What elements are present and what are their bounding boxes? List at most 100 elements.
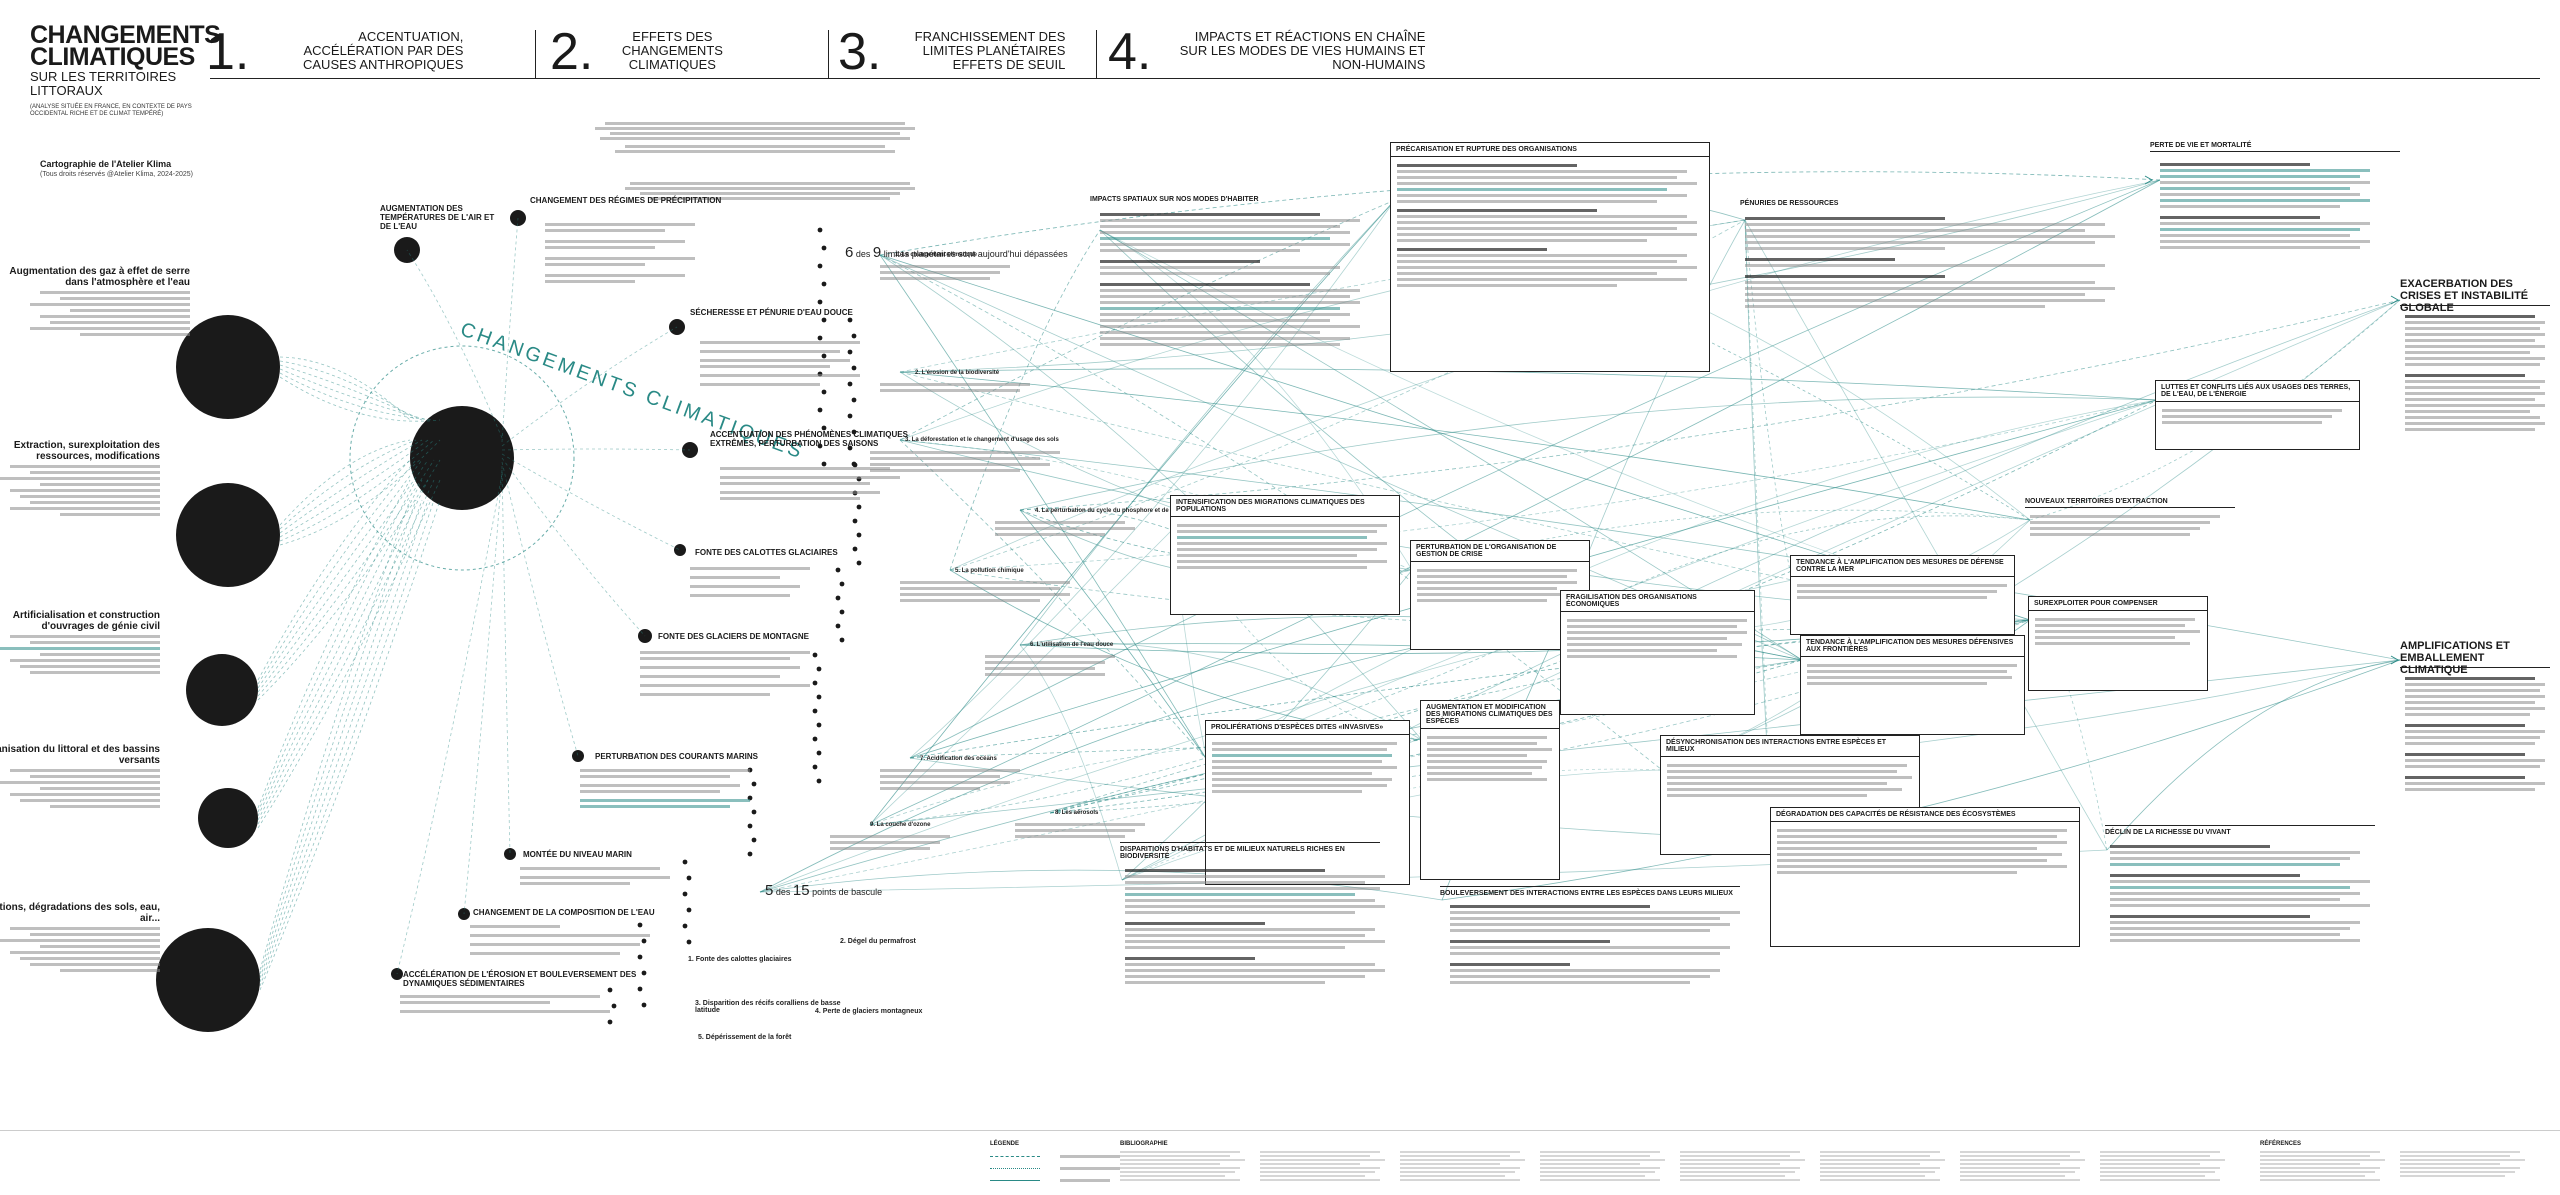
tipping-point-4: 4. Perte de glaciers montagneux xyxy=(815,1008,923,1015)
cause-details xyxy=(0,465,160,516)
connection-line xyxy=(1019,509,1208,761)
legend-title: LÉGENDE xyxy=(990,1141,1020,1147)
references-col xyxy=(2260,1149,2390,1183)
connection-line xyxy=(949,399,2158,571)
effect-details xyxy=(720,464,910,503)
connection-line xyxy=(257,459,435,697)
cause-details xyxy=(0,291,190,336)
bibliography-col xyxy=(1540,1149,1670,1183)
connection-line xyxy=(463,469,503,915)
header-rule xyxy=(210,78,2540,79)
arrow-head xyxy=(2390,655,2400,665)
connection-line xyxy=(279,439,411,526)
effect-details xyxy=(520,864,680,888)
cause-details xyxy=(0,635,160,674)
effect-extremes: ACCENTUATION DES PHÉNOMÈNES CLIMATIQUES … xyxy=(710,430,908,448)
effect-dot xyxy=(851,365,857,371)
limits-top-counter: 6 des 9 limites planétaires sont aujourd… xyxy=(845,244,1068,261)
effect-dot xyxy=(852,518,858,524)
effect-details xyxy=(470,922,670,958)
bibliography-title: BIBLIOGRAPHIE xyxy=(1120,1141,1168,1147)
impact-living-decline: DÉCLIN DE LA RICHESSE DU VIVANT xyxy=(2105,825,2375,836)
cause-pollutions: Pollutions, dégradations des sols, eau, … xyxy=(0,902,160,975)
limit-details xyxy=(870,448,1070,475)
connection-line xyxy=(2029,619,2108,851)
effect-node xyxy=(458,908,470,920)
right-title-amplification: AMPLIFICATIONS ET EMBALLEMENT CLIMATIQUE xyxy=(2400,640,2510,676)
effect-dot xyxy=(641,1002,647,1008)
panel-body xyxy=(1171,517,1399,576)
planetary-limit-9: 9. La couche d'ozone xyxy=(870,822,931,828)
limit-details xyxy=(900,578,1080,605)
panel-body xyxy=(1801,657,2024,692)
effect-dot xyxy=(751,781,757,787)
effect-details xyxy=(400,992,630,1016)
arrow-head xyxy=(2144,175,2154,185)
effect-dot xyxy=(851,397,857,403)
effect-dot xyxy=(686,939,692,945)
panel-body xyxy=(1661,757,1919,804)
panel-title: DÉSYNCHRONISATION DES INTERACTIONS ENTRE… xyxy=(1661,736,1919,757)
connection-line xyxy=(899,199,1396,441)
effect-node xyxy=(391,968,403,980)
limit-details xyxy=(985,652,1125,679)
connection-line xyxy=(909,199,1396,759)
effect-dot xyxy=(847,445,853,451)
limits-bottom-rest: points de bascule xyxy=(812,887,883,897)
planetary-limit-6: 6. L'utilisation de l'eau douce xyxy=(1030,642,1114,648)
connection-line xyxy=(1049,619,2031,814)
effect-dot xyxy=(686,907,692,913)
intro-text-2 xyxy=(620,180,920,202)
intro-text xyxy=(590,120,920,155)
effect-dot xyxy=(817,263,823,269)
connection-line xyxy=(257,459,423,689)
connection-line xyxy=(279,376,441,422)
panel-body xyxy=(1421,729,1559,788)
connection-line xyxy=(949,219,1746,571)
effect-node xyxy=(504,848,516,860)
connection-line xyxy=(1206,399,2158,761)
amplification-details xyxy=(2405,674,2550,794)
effect-dot xyxy=(856,560,862,566)
cause-urbanisation: Urbanisation du littoral et des bassins … xyxy=(0,744,160,811)
effect-details xyxy=(700,338,870,389)
panel-title: LUTTES ET CONFLITS LIÉS AUX USAGES DES T… xyxy=(2156,381,2359,402)
connection-line xyxy=(1744,219,2108,851)
connection-line xyxy=(1206,399,2158,761)
connection-line xyxy=(1019,199,1396,646)
footer: LÉGENDE BIBLIOGRAPHIE RÉFÉRENCES xyxy=(0,1130,2560,1195)
connection-line xyxy=(257,479,423,817)
legend-item xyxy=(990,1155,1120,1158)
effect-dot xyxy=(812,680,818,686)
right-underline xyxy=(2400,667,2550,668)
effect-dot xyxy=(682,891,688,897)
limit-details xyxy=(830,832,970,853)
effect-dot xyxy=(682,923,688,929)
connection-line xyxy=(2029,299,2401,521)
effect-dot xyxy=(751,837,757,843)
climate-change-ring xyxy=(349,345,575,571)
connection-line xyxy=(899,371,2031,521)
impact-overexploit-panel: SUREXPLOITER POUR COMPENSER xyxy=(2028,596,2208,691)
effect-dot xyxy=(816,694,822,700)
connection-line xyxy=(257,459,411,681)
effect-details xyxy=(690,564,840,600)
connection-line xyxy=(501,461,579,757)
effect-dot xyxy=(852,462,858,468)
panel-title: TENDANCE À L'AMPLIFICATION DES MESURES D… xyxy=(1801,636,2024,657)
cause-circle xyxy=(156,928,260,1032)
arrow-head xyxy=(2390,295,2400,305)
limits-top-b: 9 xyxy=(872,244,882,261)
effect-dot xyxy=(607,987,613,993)
cause-title: Extraction, surexploitation des ressourc… xyxy=(13,440,160,462)
impact-details xyxy=(1100,210,1370,349)
effect-dot xyxy=(816,666,822,672)
effect-details xyxy=(640,648,830,699)
limits-top-rest: limites planétaires sont aujourd'hui dép… xyxy=(883,249,1068,259)
impact-details xyxy=(1745,214,2125,311)
effect-dot xyxy=(851,429,857,435)
impact-extraction: NOUVEAUX TERRITOIRES D'EXTRACTION xyxy=(2025,498,2235,508)
effect-node xyxy=(572,750,584,762)
planetary-limit-4: 4. La perturbation du cycle du phosphore… xyxy=(1035,508,1189,514)
impact-habitat-loss: DISPARITIONS D'HABITATS ET DE MILIEUX NA… xyxy=(1120,842,1380,860)
